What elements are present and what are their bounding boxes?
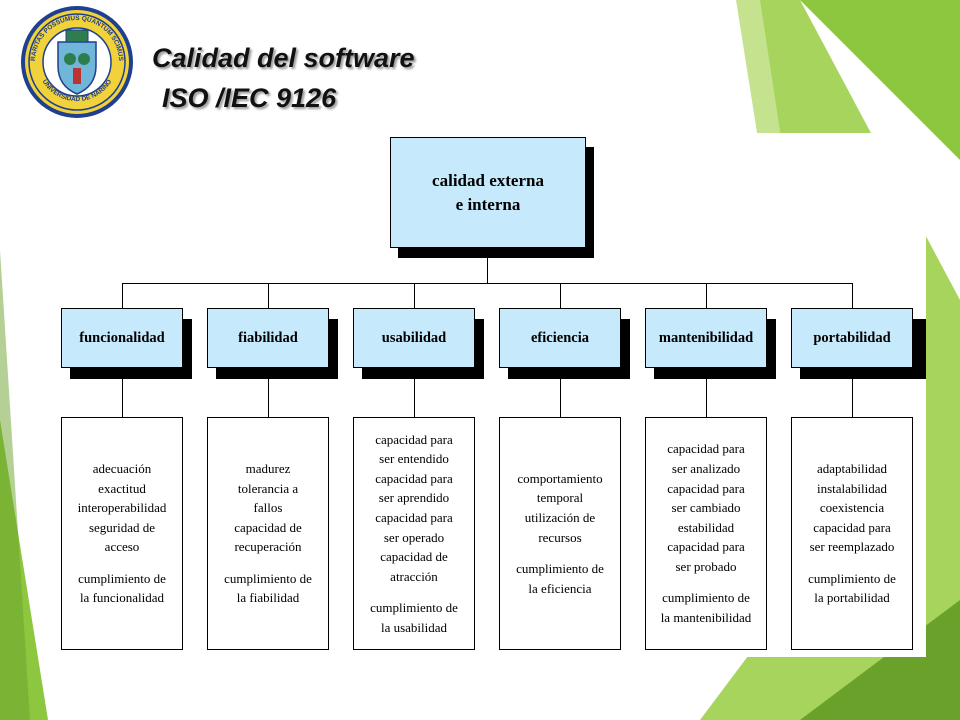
subcharacteristic: ser entendido: [379, 451, 449, 467]
root-node: calidad externa e interna: [390, 137, 586, 248]
compliance-text: cumplimiento de: [370, 600, 458, 616]
subcharacteristic: atracción: [390, 568, 438, 584]
subcharacteristics-box: capacidad para ser analizado capacidad p…: [645, 417, 767, 650]
compliance-text: la eficiencia: [528, 580, 592, 596]
characteristic-label: eficiencia: [531, 329, 589, 346]
characteristic-node: funcionalidad: [61, 308, 183, 368]
subcharacteristic: fallos: [253, 500, 283, 516]
characteristic-node: mantenibilidad: [645, 308, 767, 368]
university-logo: RARITAS POSSUMUS QUANTUM SCIMUS UNIVERSI…: [21, 6, 133, 118]
connector-detail: [122, 368, 123, 417]
subcharacteristic: estabilidad: [677, 519, 735, 535]
subcharacteristics-box: madurez tolerancia a fallos capacidad de…: [207, 417, 329, 650]
characteristic-node: eficiencia: [499, 308, 621, 368]
characteristic-label: usabilidad: [381, 329, 447, 346]
subcharacteristics-box: capacidad para ser entendido capacidad p…: [353, 417, 475, 650]
subcharacteristic: recursos: [538, 529, 582, 545]
root-label-line2: e interna: [455, 194, 521, 214]
compliance-text: la mantenibilidad: [660, 610, 752, 626]
subcharacteristic: instalabilidad: [816, 480, 888, 496]
subcharacteristic: capacidad para: [667, 539, 745, 555]
subcharacteristic: capacidad para: [375, 470, 453, 486]
subcharacteristic: coexistencia: [819, 500, 885, 516]
connector-detail: [414, 368, 415, 417]
connector-detail: [268, 368, 269, 417]
subcharacteristic: exactitud: [98, 480, 146, 496]
slide-title: Calidad del software: [152, 43, 415, 73]
subcharacteristic: madurez: [245, 460, 291, 476]
subcharacteristic: utilización de: [524, 509, 596, 525]
compliance-text: cumplimiento de: [662, 590, 750, 606]
characteristic-label: fiabilidad: [238, 329, 298, 346]
subcharacteristic: capacidad para: [375, 431, 453, 447]
subcharacteristic: temporal: [536, 490, 584, 506]
subcharacteristic: capacidad para: [375, 509, 453, 525]
connector-detail: [852, 368, 853, 417]
subcharacteristic: comportamiento: [517, 470, 603, 486]
subcharacteristics-box: comportamiento temporal utilización de r…: [499, 417, 621, 650]
slide-subtitle: ISO /IEC 9126: [162, 83, 337, 113]
compliance-text: cumplimiento de: [516, 561, 604, 577]
subcharacteristic: ser cambiado: [671, 500, 741, 516]
subcharacteristics-box: adecuación exactitud interoperabilidad s…: [61, 417, 183, 650]
connector-down: [414, 283, 415, 308]
characteristic-node: portabilidad: [791, 308, 913, 368]
subcharacteristic: adecuación: [92, 460, 152, 476]
compliance-text: la funcionalidad: [79, 590, 165, 606]
compliance-text: la fiabilidad: [236, 590, 300, 606]
connector-down: [122, 283, 123, 308]
subcharacteristic: seguridad de: [88, 519, 156, 535]
connector-detail: [560, 368, 561, 417]
characteristic-label: funcionalidad: [79, 329, 165, 346]
subcharacteristic: ser analizado: [671, 460, 741, 476]
characteristic-label: mantenibilidad: [658, 329, 754, 346]
subcharacteristics-box: adaptabilidad instalabilidad coexistenci…: [791, 417, 913, 650]
compliance-text: cumplimiento de: [224, 570, 312, 586]
horizontal-connector: [122, 283, 853, 284]
subcharacteristic: tolerancia a: [237, 480, 299, 496]
root-stem: [487, 248, 488, 283]
subcharacteristic: capacidad para: [813, 519, 891, 535]
quality-model-diagram: calidad externa e interna funcionalidad …: [44, 133, 926, 657]
subcharacteristic: recuperación: [234, 539, 302, 555]
characteristic-label: portabilidad: [813, 329, 891, 346]
connector-down: [852, 283, 853, 308]
subcharacteristic: acceso: [104, 539, 140, 555]
connector-down: [706, 283, 707, 308]
subcharacteristic: capacidad para: [667, 441, 745, 457]
subcharacteristic: interoperabilidad: [77, 500, 167, 516]
connector-down: [560, 283, 561, 308]
subcharacteristic: ser probado: [675, 558, 737, 574]
compliance-text: la usabilidad: [380, 619, 448, 635]
root-label-line1: calidad externa: [432, 170, 544, 190]
compliance-text: cumplimiento de: [808, 570, 896, 586]
subcharacteristic: ser aprendido: [378, 490, 450, 506]
connector-detail: [706, 368, 707, 417]
subcharacteristic: ser operado: [383, 529, 445, 545]
characteristic-node: usabilidad: [353, 308, 475, 368]
subcharacteristic: ser reemplazado: [809, 539, 895, 555]
connector-down: [268, 283, 269, 308]
characteristic-node: fiabilidad: [207, 308, 329, 368]
subcharacteristic: capacidad para: [667, 480, 745, 496]
compliance-text: cumplimiento de: [78, 570, 166, 586]
subcharacteristic: capacidad de: [234, 519, 302, 535]
compliance-text: la portabilidad: [814, 590, 890, 606]
subcharacteristic: adaptabilidad: [816, 460, 888, 476]
subcharacteristic: capacidad de: [380, 549, 448, 565]
